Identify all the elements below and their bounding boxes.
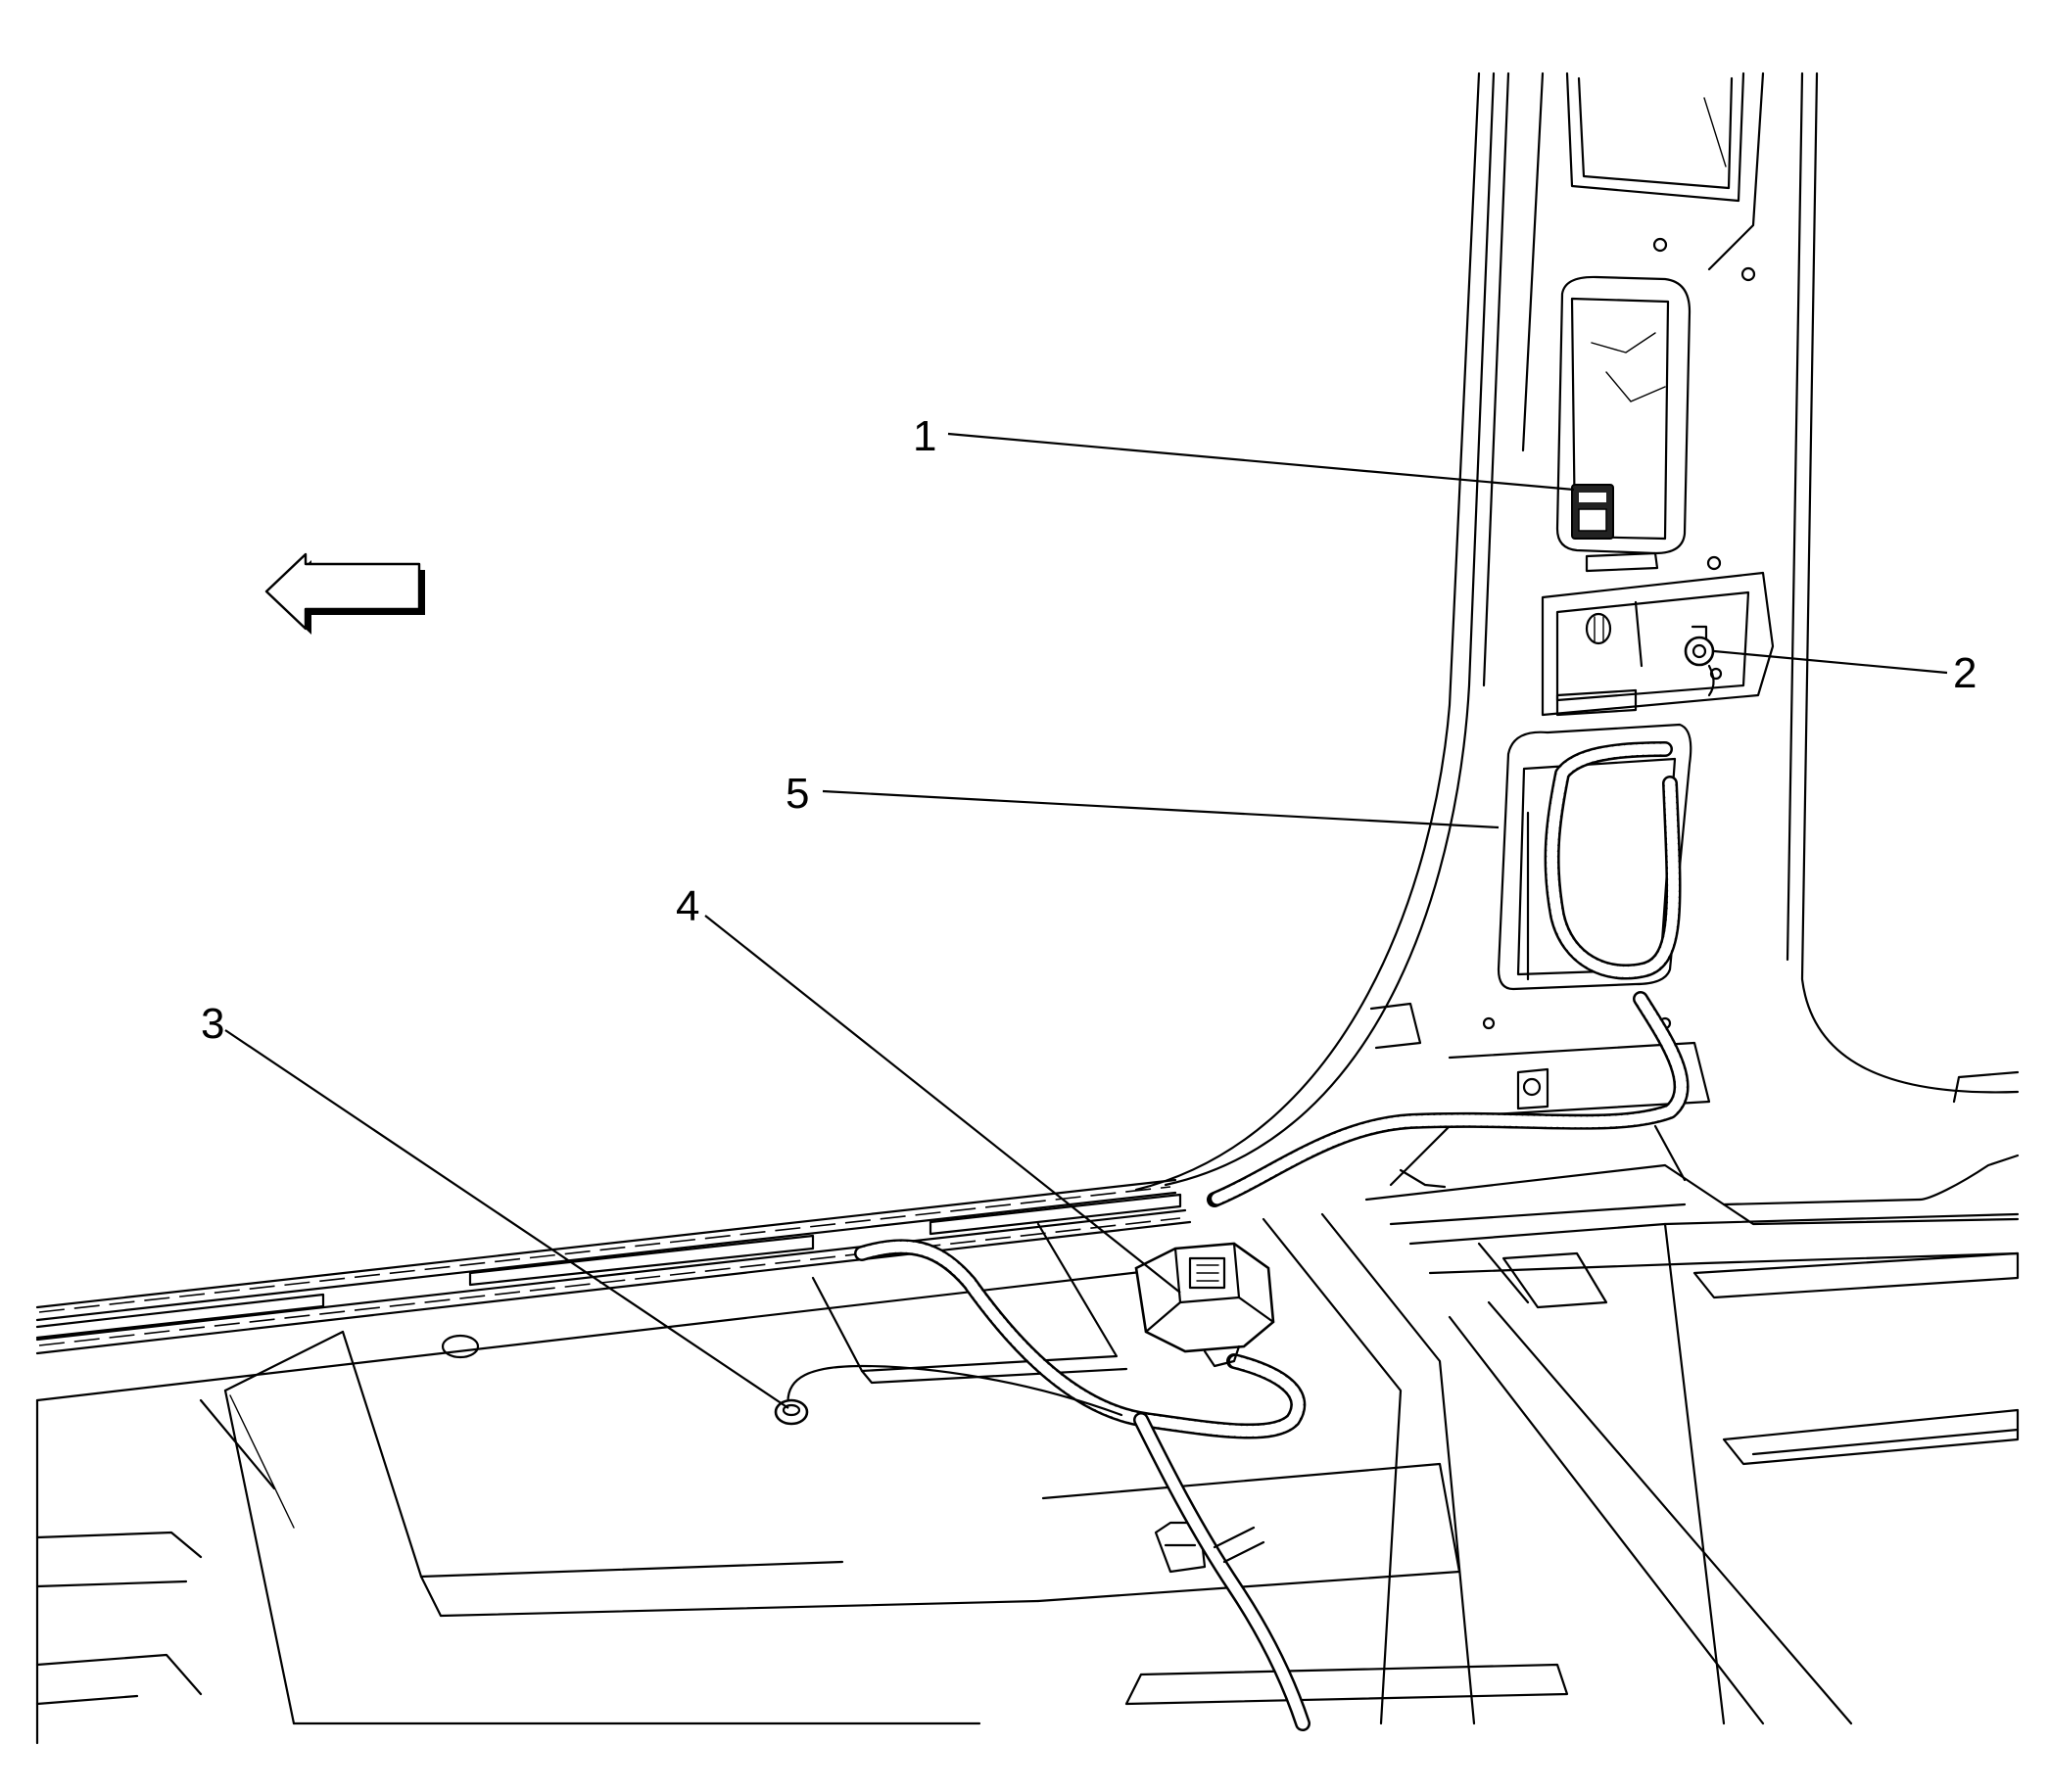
leader-lines	[224, 432, 1948, 1409]
arrow-left-icon	[264, 552, 425, 635]
b-pillar	[1134, 71, 2020, 1226]
callout-labels: 1 2 3 4 5	[201, 412, 1977, 1048]
leader-4	[704, 915, 1181, 1294]
leader-3	[224, 1029, 789, 1409]
leader-1	[947, 432, 1575, 492]
callout-label-2: 2	[1953, 649, 1977, 697]
leader-5	[822, 789, 1500, 829]
callout-label-1: 1	[913, 412, 936, 460]
leader-2	[1713, 649, 1948, 675]
connector-1	[1571, 484, 1614, 540]
callout-label-4: 4	[676, 882, 699, 930]
ground-stud-2	[1684, 625, 1723, 697]
ground-nut-3	[774, 1398, 809, 1426]
floor-panel	[35, 1178, 2020, 1745]
connector-4	[1134, 1242, 1275, 1368]
harness-5	[786, 741, 1690, 1731]
callout-label-5: 5	[786, 770, 809, 818]
callout-label-3: 3	[201, 1000, 224, 1048]
